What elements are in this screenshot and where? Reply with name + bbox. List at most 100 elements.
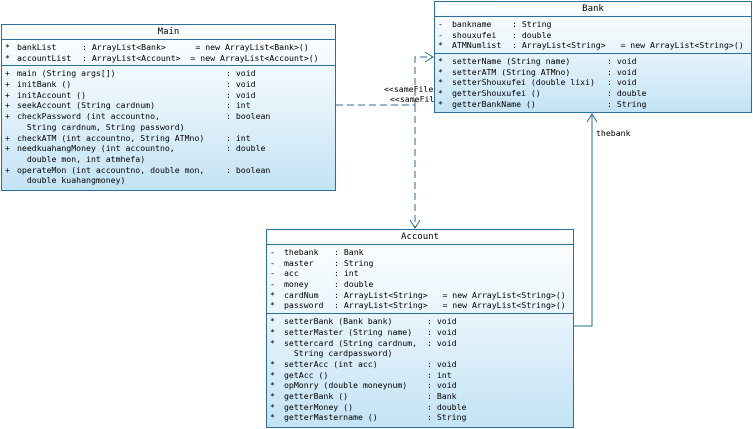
operation-return-type: : void: [226, 79, 256, 90]
operation-return-type: : int: [427, 369, 452, 380]
visibility-marker: *: [438, 56, 443, 67]
class-main-title: Main: [2, 25, 335, 40]
operation-row: *setterAcc (int acc): void: [267, 359, 573, 370]
operation-signature: setterMaster (String name): [284, 326, 413, 337]
class-main-attributes: * bankList : ArrayList<Bank> = new ArrayLi…: [2, 40, 335, 67]
association-label-thebank: thebank: [596, 128, 631, 138]
attribute-name: ATMNumlist: [452, 40, 502, 51]
visibility-marker: -: [438, 29, 443, 40]
attribute-type: : ArrayList<String> = new ArrayList<Stri…: [334, 289, 566, 300]
association-arrowhead-bank: [586, 113, 598, 123]
attribute-row: -money: double: [267, 279, 573, 290]
visibility-marker: +: [5, 89, 10, 100]
attribute-name: bankList: [17, 42, 57, 52]
visibility-marker: +: [5, 143, 10, 154]
operation-return-type: : Bank: [427, 390, 457, 401]
attribute-row: -thebank : Bank: [267, 247, 573, 258]
class-bank-attributes: -bankname: String-shouxufei : double * ATMN…: [435, 17, 751, 55]
operation-return-type: : void: [427, 380, 457, 391]
operation-row: + initBank () : void: [2, 79, 335, 90]
attribute-row: * cardNum : ArrayList<String> = new ArrayL…: [267, 290, 573, 301]
operation-return-type: : boolean: [226, 111, 271, 122]
visibility-marker: *: [270, 326, 275, 337]
attribute-type: : ArrayList<Bank> = new ArrayList<Bank>(…: [82, 42, 309, 52]
operation-return-type: : double: [427, 401, 467, 412]
attribute-row: -master: String: [267, 258, 573, 269]
operation-signature: main (String args[]): [17, 68, 116, 79]
visibility-marker: +: [5, 100, 10, 111]
samefile-arrowhead-bank: [424, 51, 434, 63]
class-main[interactable]: Main * bankList : ArrayList<Bank> = new Ar…: [1, 24, 336, 191]
operation-row: *setterATM (String ATMno): void: [435, 67, 751, 78]
samefile-label-1: <<sameFile: [384, 84, 434, 94]
visibility-marker: -: [270, 279, 275, 290]
operation-return-type: : void: [427, 326, 457, 337]
visibility-marker: -: [270, 268, 275, 279]
attribute-name: shouxufei: [452, 29, 497, 40]
visibility-marker: +: [5, 132, 10, 143]
attribute-row: *accountList: ArrayList<Account> = new A…: [2, 53, 335, 64]
visibility-marker: +: [5, 79, 10, 90]
operation-return-type: : void: [427, 316, 457, 327]
attribute-name: thebank: [284, 247, 319, 257]
operation-return-type: : String: [607, 98, 647, 109]
visibility-marker: *: [270, 316, 275, 327]
operation-row: * getterShouxufei () : double: [435, 88, 751, 99]
operation-signature: initBank (): [17, 79, 72, 90]
attribute-name: money: [284, 279, 309, 290]
operation-signature: setterShouxufei (double lixi): [452, 77, 595, 88]
visibility-marker: *: [270, 289, 275, 300]
visibility-marker: *: [5, 42, 10, 52]
visibility-marker: *: [270, 380, 275, 391]
operation-return-type: : void: [427, 358, 457, 369]
attribute-type: : Bank: [334, 247, 364, 257]
visibility-marker: *: [270, 401, 275, 412]
operation-return-type: : void: [607, 77, 637, 88]
class-bank[interactable]: Bank -bankname: String-shouxufei: double…: [434, 1, 752, 113]
attribute-type: : ArrayList<String> = new ArrayList<Stri…: [512, 40, 744, 51]
visibility-marker: *: [438, 40, 443, 51]
operation-signature: getterBankName (): [452, 98, 536, 109]
operation-row: +needkuahangMoney (int accountno, double…: [2, 143, 335, 164]
visibility-marker: *: [5, 52, 10, 63]
attribute-type: : ArrayList<Account> = new ArrayList<Acc…: [82, 52, 319, 63]
operation-return-type: : int: [226, 100, 251, 111]
operation-signature: getAcc (): [284, 369, 329, 380]
operation-signature: checkATM (int accountno, String ATMno): [17, 132, 205, 143]
attribute-row: -bankname: String: [435, 19, 751, 30]
operation-row: *getterBankName (): String: [435, 99, 751, 110]
class-account[interactable]: Account -thebank: Bank-master: String-ac…: [266, 229, 574, 428]
attribute-row: * password : ArrayList<String> = new Array…: [267, 300, 573, 311]
attribute-name: password: [284, 300, 324, 311]
association-thebank: [574, 114, 593, 327]
operation-signature: getterMastername (): [284, 412, 378, 423]
attribute-type: : ArrayList<String> = new ArrayList<Stri…: [334, 300, 566, 311]
visibility-marker: *: [270, 337, 275, 348]
attribute-type: : double: [512, 29, 552, 40]
operation-row: *setterBank (Bank bank): void: [267, 316, 573, 327]
attribute-row: -shouxufei : double: [435, 30, 751, 41]
operation-signature: setterName (String name): [452, 56, 571, 67]
visibility-marker: -: [438, 19, 443, 29]
class-bank-title: Bank: [435, 2, 751, 17]
operation-signature: setterAcc (int acc): [284, 358, 378, 369]
operation-return-type: : void: [427, 337, 457, 348]
operation-return-type: : void: [226, 89, 256, 100]
operation-row: + initAccount () : void: [2, 90, 335, 101]
operation-signature: initAccount (): [17, 89, 87, 100]
visibility-marker: *: [438, 88, 443, 99]
operation-return-type: : double: [607, 88, 647, 99]
operation-row: *getterMoney (): double: [267, 402, 573, 413]
visibility-marker: *: [270, 300, 275, 311]
samefile-label-2: <<sameFil: [390, 94, 435, 104]
operation-signature: getterShouxufei (): [452, 88, 541, 99]
class-account-attributes: -thebank: Bank-master: String-acc: int-m…: [267, 245, 573, 315]
visibility-marker: *: [270, 412, 275, 423]
attribute-name: bankname: [452, 19, 492, 29]
attribute-type: : String: [334, 257, 374, 268]
attribute-row: -acc: int: [267, 268, 573, 279]
operation-row: +main (String args[]): void: [2, 68, 335, 79]
attribute-name: cardNum: [284, 289, 319, 300]
attribute-type: : int: [334, 268, 359, 279]
visibility-marker: -: [270, 247, 275, 257]
